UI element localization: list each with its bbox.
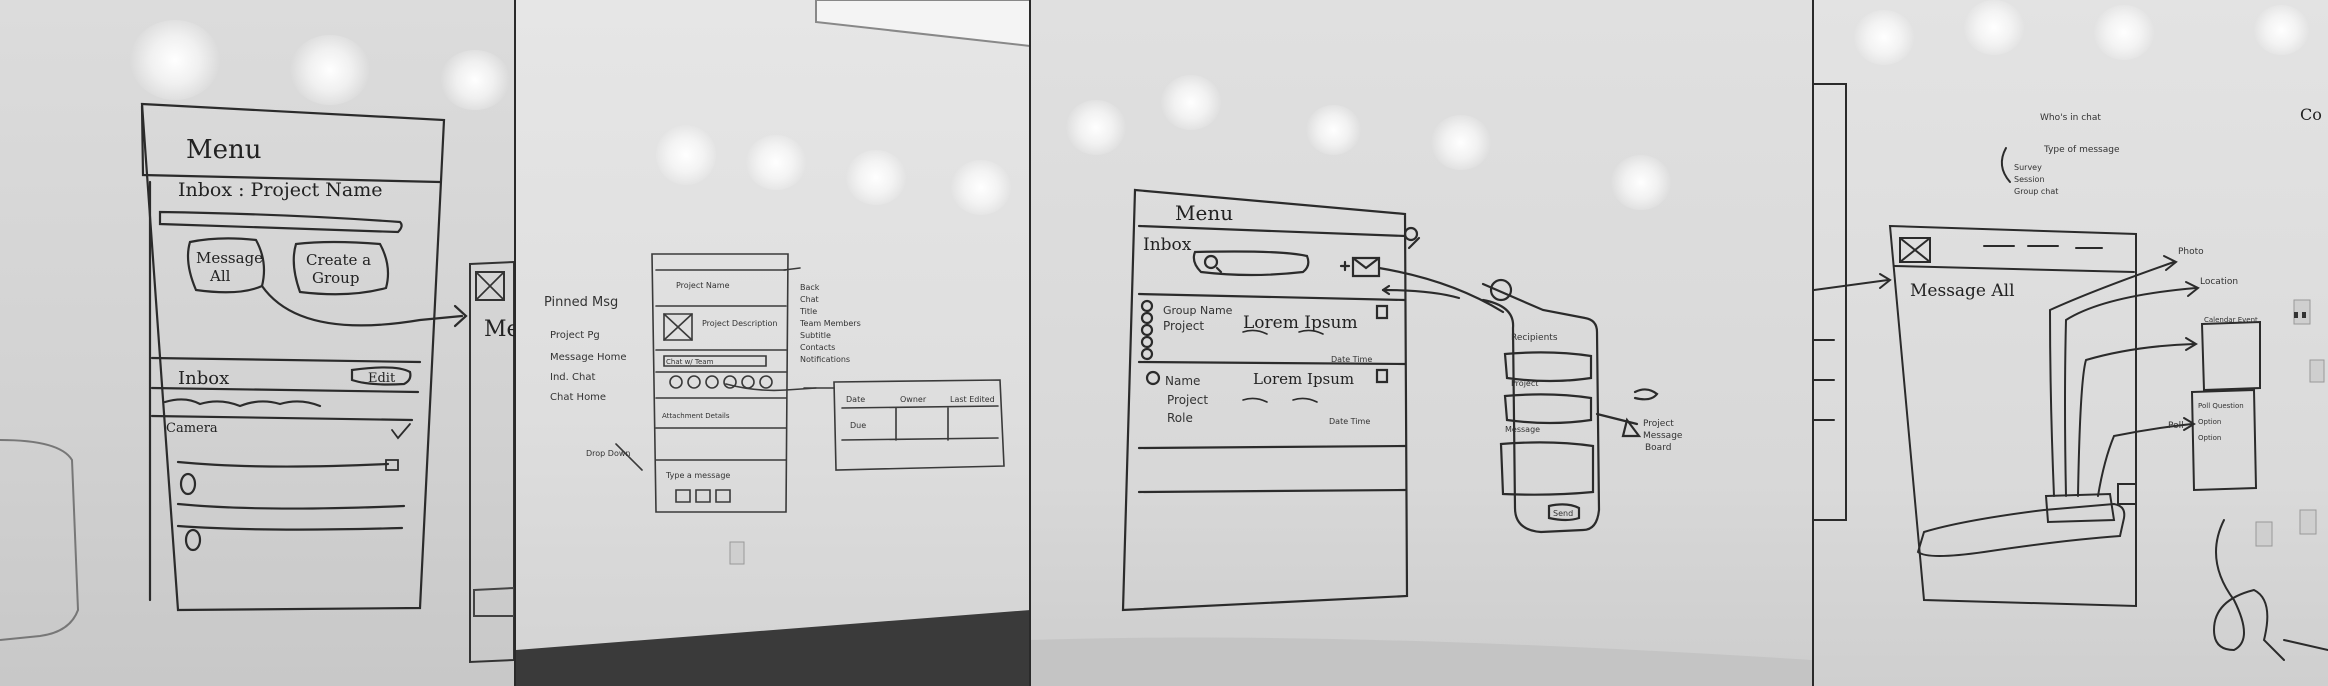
inbox-label: Inbox [178, 368, 229, 389]
project-name-label: Project Name [676, 281, 730, 290]
message-all-label: Message All [1910, 281, 2015, 301]
project-field-label: Project [1511, 379, 1538, 388]
note-type-of-message: Type of message [2043, 145, 2120, 155]
left-list-item: Message Home [550, 352, 627, 363]
wall-outlet [2309, 359, 2325, 383]
project-description-label: Project Description [702, 319, 777, 328]
menu-label: Menu [1175, 201, 1233, 225]
light-glare [440, 50, 510, 110]
wireframe-sketch-1: Menu Inbox : Project Name Message All Cr… [0, 102, 514, 664]
right-list-item: Notifications [800, 355, 850, 364]
create-group-line1: Create a [306, 251, 371, 269]
light-glare [745, 135, 806, 190]
outlet-slot [2302, 312, 2307, 318]
light-glare [845, 150, 906, 205]
group-name-label: Group Name [1163, 304, 1233, 317]
whiteboard-panel-3: Menu Inbox Group Name Project Lorem Ipsu… [1031, 0, 1813, 686]
note-line1: Project [1643, 419, 1674, 429]
light-glare [1964, 0, 2025, 55]
date-time-2: Date Time [1329, 417, 1370, 426]
light-glare [1306, 105, 1362, 155]
side-label: Me [484, 317, 514, 342]
poll-option: Option [2198, 434, 2221, 442]
right-list-item: Subtitle [800, 331, 831, 340]
whiteboard-panel-2: Pinned Msg Project Pg Message Home Ind. … [515, 0, 1030, 686]
project-label-2: Project [1167, 393, 1208, 407]
side-label: Co [2300, 105, 2322, 124]
detail-date: Date [846, 395, 865, 404]
location-label: Location [2200, 277, 2238, 287]
edit-label: Edit [368, 371, 396, 386]
wireframe-sketch-2: Pinned Msg Project Pg Message Home Ind. … [515, 0, 1030, 686]
pinned-title: Pinned Msg [544, 295, 618, 310]
wireframe-sketch-4: Who's in chat Type of message Survey Ses… [1814, 83, 2328, 661]
light-glare [1066, 100, 1127, 155]
detail-last-edited: Last Edited [950, 395, 995, 404]
inbox-project-label: Inbox : Project Name [178, 179, 383, 201]
name-label: Name [1165, 374, 1200, 388]
detail-due: Due [850, 421, 866, 430]
light-glare [2254, 5, 2310, 55]
right-list-item: Team Members [799, 319, 861, 328]
subnote-session: Session [2014, 175, 2045, 184]
light-glare [290, 35, 370, 105]
note-line2: Message [1643, 431, 1683, 441]
outlet-slot [2294, 312, 2299, 318]
role-label: Role [1167, 411, 1193, 425]
attachment-label: Attachment Details [662, 412, 730, 420]
inbox-label: Inbox [1143, 235, 1192, 255]
poll-option: Option [2198, 418, 2221, 426]
poll-label: Poll [2168, 421, 2184, 431]
wall-outlet [2299, 509, 2317, 535]
wireframe-sketch-3: Menu Inbox Group Name Project Lorem Ipsu… [1031, 188, 1813, 686]
drop-down-note: Drop Down [586, 449, 630, 458]
lorem-ipsum-2: Lorem Ipsum [1253, 370, 1354, 388]
light-glare [1161, 75, 1222, 130]
subnote-group-chat: Group chat [2014, 187, 2058, 196]
whiteboard-panel-4: Who's in chat Type of message Survey Ses… [1814, 0, 2328, 686]
message-all-line2: All [209, 267, 231, 285]
light-glare [950, 160, 1011, 215]
photo-label: Photo [2178, 247, 2204, 257]
type-prompt: Type a message [665, 471, 730, 480]
chat-label: Chat w/ Team [666, 358, 714, 366]
message-all-line1: Message [196, 249, 263, 267]
date-time-1: Date Time [1331, 355, 1372, 364]
project-label: Project [1163, 319, 1204, 333]
light-glare [2094, 5, 2155, 60]
recipients-label: Recipients [1511, 333, 1558, 343]
message-field-label: Message [1505, 425, 1540, 434]
wall-outlet [2255, 521, 2273, 547]
note-line3: Board [1645, 443, 1671, 453]
camera-label: Camera [166, 421, 218, 436]
light-glare [1611, 155, 1672, 210]
lorem-ipsum-1: Lorem Ipsum [1243, 313, 1358, 333]
create-group-line2: Group [312, 269, 359, 287]
calendar-event-label: Calendar Event [2204, 316, 2258, 324]
light-glare [1431, 115, 1492, 170]
right-list-item: Title [799, 307, 817, 316]
menu-label: Menu [186, 135, 262, 165]
right-list-item: Contacts [800, 343, 835, 352]
subnote-survey: Survey [2014, 163, 2042, 172]
light-glare [130, 20, 220, 100]
light-glare [655, 125, 716, 185]
note-whos-in-chat: Who's in chat [2040, 113, 2101, 123]
right-list-item: Back [800, 283, 820, 292]
poll-question: Poll Question [2198, 402, 2244, 410]
right-list-item: Chat [800, 295, 819, 304]
whiteboard-panel-1: Menu Inbox : Project Name Message All Cr… [0, 0, 514, 686]
left-list-item: Chat Home [550, 392, 606, 403]
detail-owner: Owner [900, 395, 927, 404]
left-list-item: Project Pg [550, 330, 600, 341]
light-glare [1854, 10, 1915, 65]
send-label: Send [1553, 509, 1573, 518]
left-list-item: Ind. Chat [550, 372, 595, 383]
